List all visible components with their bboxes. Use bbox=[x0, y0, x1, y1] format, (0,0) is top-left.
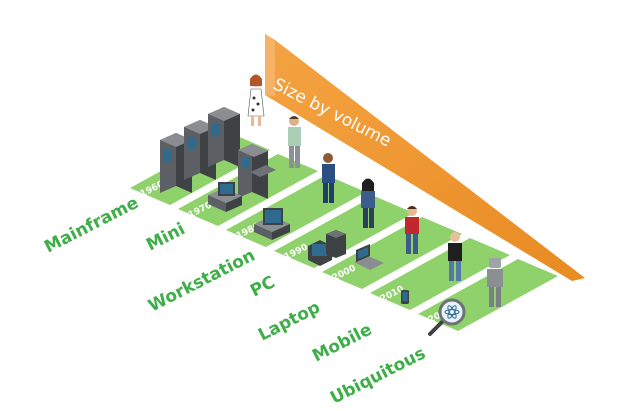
person-man-red-shirt-icon bbox=[405, 206, 419, 254]
personal-computer-icon bbox=[308, 230, 346, 266]
era-label-pc: PC bbox=[247, 272, 278, 301]
banner-edge bbox=[265, 34, 275, 96]
robot-figure-icon bbox=[487, 258, 503, 307]
workstation-computer-icon bbox=[254, 208, 290, 240]
person-man-black-jacket-icon bbox=[448, 232, 462, 281]
era-label-mainframe: Mainframe bbox=[41, 193, 142, 258]
person-woman-dress-icon bbox=[247, 74, 265, 126]
minicomputer-icon bbox=[208, 144, 276, 212]
laptop-icon bbox=[354, 244, 384, 270]
stripe-laptop bbox=[322, 217, 462, 289]
mobile-phone-icon bbox=[401, 290, 409, 304]
mainframe-servers-icon bbox=[160, 107, 240, 193]
era-label-workstation: Workstation bbox=[145, 246, 258, 317]
era-label-mobile: Mobile bbox=[309, 320, 375, 367]
person-man-blue-suit-icon bbox=[322, 153, 335, 203]
era-label-mini: Mini bbox=[143, 219, 188, 255]
magnifier-atom-icon bbox=[428, 298, 466, 336]
person-woman-plaid-shirt-icon bbox=[361, 178, 375, 228]
era-label-laptop: Laptop bbox=[255, 297, 323, 345]
banner-front bbox=[265, 34, 585, 281]
person-man-green-shirt-icon bbox=[288, 116, 301, 168]
